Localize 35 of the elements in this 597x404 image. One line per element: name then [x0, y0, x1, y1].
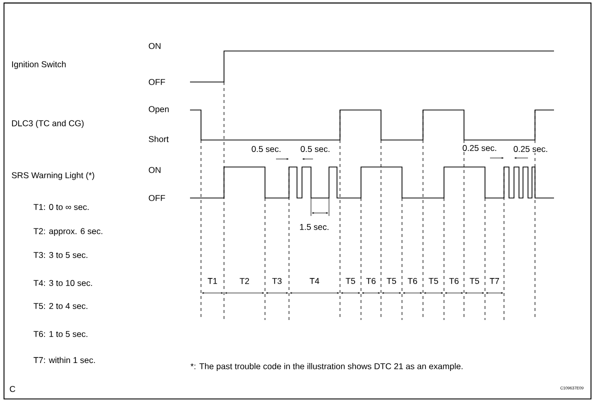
duration-label: 1.5 sec. [298, 223, 330, 231]
duration-label: 0.5 sec. [299, 144, 332, 153]
duration-label: 0.5 sec. [250, 144, 282, 153]
level-label: ON [147, 42, 162, 50]
timing-note: T1: 0 to ∞ sec. [32, 202, 90, 211]
interval-label: T5 [344, 277, 356, 285]
timing-note: T6: 1 to 5 sec. [32, 330, 90, 338]
interval-label: T6 [448, 276, 460, 285]
interval-label: T5 [468, 277, 480, 285]
signal-name: Ignition Switch [10, 60, 68, 70]
level-label: Short [147, 134, 170, 144]
interval-label: T4 [308, 277, 320, 285]
level-label: Open [147, 105, 170, 115]
interval-label: T1 [206, 277, 218, 285]
figure-letter: C [8, 384, 17, 393]
interval-label: T5 [386, 277, 398, 285]
timing-note: T4: 3 to 10 sec. [32, 278, 94, 287]
timing-note: T5: 2 to 4 sec. [32, 302, 90, 310]
duration-label: 0.25 sec. [512, 144, 549, 153]
level-label: OFF [147, 194, 166, 202]
interval-label: T6 [365, 276, 377, 285]
timing-note: T3: 3 to 5 sec. [32, 250, 90, 259]
interval-label: T7 [488, 277, 500, 285]
footnote: *: The past trouble code in the illustration shows DTC 21 as an example. [189, 362, 464, 372]
duration-label: 0.25 sec. [461, 144, 498, 152]
signal-name: SRS Warning Light (*) [10, 171, 96, 181]
level-label: ON [147, 166, 162, 174]
interval-label: T2 [238, 277, 250, 285]
level-label: OFF [147, 78, 166, 86]
timing-note: T7: within 1 sec. [32, 356, 97, 364]
interval-label: T6 [406, 276, 418, 285]
interval-label: T5 [428, 277, 440, 285]
signal-name: DLC3 (TC and CG) [10, 119, 86, 129]
interval-label: T3 [271, 276, 283, 285]
timing-note: T2: approx. 6 sec. [32, 227, 104, 237]
